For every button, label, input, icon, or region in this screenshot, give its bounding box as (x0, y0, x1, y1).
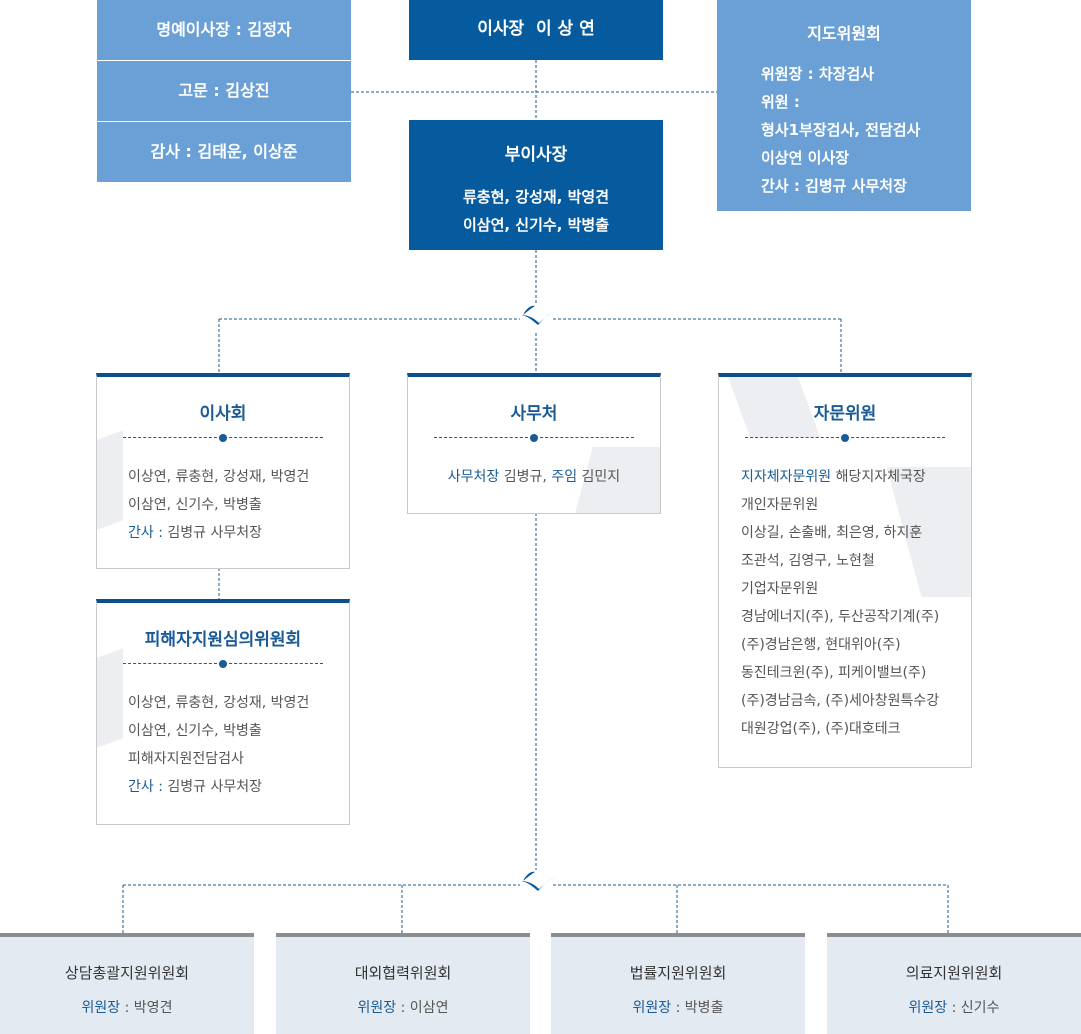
advisory-title: 자문위원 (813, 404, 877, 424)
divider (97, 60, 351, 61)
committee-title: 대외협력위원회 (354, 964, 452, 982)
advisory-members: 지자체자문위원 해당지자체국장 개인자문위원 이상길, 손출배, 최은영, 하지… (741, 463, 939, 743)
committee-legal-support: 법률지원위원회 위원장 : 박병출 (551, 933, 805, 1034)
committee-chair: 위원장 : 이삼연 (276, 997, 530, 1017)
advisor-box: 고문 : 김상진 (97, 61, 351, 121)
victim-line-3: 피해자지원전담검사 (128, 751, 244, 767)
victim-support-title: 피해자지원심의위원회 (144, 630, 302, 650)
vice-chairman-box: 부이사장 류충현, 강성재, 박영견 이삼연, 신기수, 박병출 (409, 120, 663, 250)
auditor-text: 감사 : 김태운, 이상준 (150, 142, 298, 161)
committee-medical-support: 의료지원위원회 위원장 : 신기수 (827, 933, 1081, 1034)
corporate-advisor-line: 동진테크윈(주), 피케이밸브(주) (741, 665, 927, 681)
victim-secretary: 간사 : 김병규 사무처장 (128, 773, 309, 801)
staff-value: 김민지 (577, 469, 621, 485)
personal-advisor-label: 개인자문위원 (741, 497, 819, 513)
local-advisor-value: 해당지자체국장 (831, 469, 926, 485)
personal-advisor-line-2: 조관석, 김영구, 노현철 (741, 553, 875, 569)
committee-chair: 위원장 : 박영견 (0, 997, 254, 1017)
secretary-general-value: 김병규, (499, 469, 552, 485)
corporate-advisor-line: (주)경남금속, (주)세아창원특수강 (741, 693, 940, 709)
chair-value: : 이삼연 (396, 1000, 449, 1016)
victim-support-card: 피해자지원심의위원회 이상연, 류충현, 강성재, 박영건 이삼연, 신기수, … (96, 599, 350, 825)
secretary-label: 간사 : (128, 779, 163, 795)
advisor-text: 고문 : 김상진 (178, 81, 270, 100)
guidance-committee-title: 지도위원회 (807, 24, 881, 43)
committee-title: 의료지원위원회 (905, 964, 1003, 982)
victim-members: 이상연, 류충현, 강성재, 박영건 이삼연, 신기수, 박병출 피해자지원전담… (128, 689, 309, 801)
separator-dot (219, 660, 227, 668)
board-secretary: 간사 : 김병규 사무처장 (128, 519, 309, 547)
board-line-1: 이상연, 류충현, 강성재, 박영건 (128, 469, 310, 485)
committee-external-cooperation: 대외협력위원회 위원장 : 이삼연 (276, 933, 530, 1034)
staff-label: 주임 (551, 469, 578, 485)
chair-value: : 신기수 (947, 1000, 1000, 1016)
corporate-advisor-line: 경남에너지(주), 두산공작기계(주) (741, 609, 940, 625)
chair-label: 위원장 (908, 1000, 948, 1016)
vice-chairman-line-1: 류충현, 강성재, 박영견 (462, 188, 610, 206)
committee-chair: 위원장 : 박병출 (551, 997, 805, 1017)
separator-dot (841, 434, 849, 442)
committee-title: 상담총괄지원위원회 (64, 964, 190, 982)
guidance-line: 형사1부장검사, 전담검사 (761, 121, 921, 139)
local-advisor-label: 지자체자문위원 (741, 469, 832, 485)
chair-value: : 박영견 (120, 1000, 173, 1016)
board-card: 이사회 이상연, 류충현, 강성재, 박영건 이삼연, 신기수, 박병출 간사 … (96, 373, 350, 569)
decor-shape (97, 648, 123, 748)
secretary-label: 간사 : (128, 525, 163, 541)
chair-value: : 박병출 (671, 1000, 724, 1016)
chair-label: 위원장 (81, 1000, 121, 1016)
corporate-advisor-line: (주)경남은행, 현대위아(주) (741, 637, 901, 653)
separator-dot (219, 434, 227, 442)
corporate-advisor-line: 대원강업(주), (주)대호테크 (741, 721, 901, 737)
committee-chair: 위원장 : 신기수 (827, 997, 1081, 1017)
guidance-line: 간사 : 김병규 사무처장 (761, 177, 907, 195)
secretariat-card: 사무처 사무처장 김병규, 주임 김민지 (407, 373, 661, 514)
board-line-2: 이삼연, 신기수, 박병출 (128, 497, 262, 513)
committee-counseling: 상담총괄지원위원회 위원장 : 박영견 (0, 933, 254, 1034)
chair-label: 위원장 (632, 1000, 672, 1016)
vice-chairman-title: 부이사장 (504, 145, 568, 165)
bird-icon-top (521, 305, 556, 325)
corporate-advisor-label: 기업자문위원 (741, 581, 819, 597)
secretary-value: 김병규 사무처장 (162, 779, 262, 795)
bird-icon-bottom (521, 871, 556, 891)
secretariat-staff: 사무처장 김병규, 주임 김민지 (408, 463, 660, 491)
personal-advisor-line-1: 이상길, 손출배, 최은영, 하지훈 (741, 525, 923, 541)
board-title: 이사회 (199, 404, 247, 424)
guidance-committee-box: 지도위원회 위원장 : 차장검사 위원 : 형사1부장검사, 전담검사 이상연 … (717, 0, 971, 211)
decor-shape (97, 430, 123, 530)
divider (97, 121, 351, 122)
honorary-chair-box: 명예이사장 : 김정자 (97, 0, 351, 60)
committee-title: 법률지원위원회 (629, 964, 727, 982)
advisory-card: 자문위원 지자체자문위원 해당지자체국장 개인자문위원 이상길, 손출배, 최은… (718, 373, 972, 768)
honorary-chair-text: 명예이사장 : 김정자 (156, 20, 292, 39)
guidance-line: 위원 : (761, 93, 800, 111)
guidance-line: 이상연 이사장 (761, 149, 850, 167)
board-members: 이상연, 류충현, 강성재, 박영건 이삼연, 신기수, 박병출 간사 : 김병… (128, 463, 309, 547)
separator-dot (530, 434, 538, 442)
secretary-value: 김병규 사무처장 (162, 525, 262, 541)
vice-chairman-line-2: 이삼연, 신기수, 박병출 (462, 216, 610, 234)
chairman-box: 이사장 이 상 연 (409, 0, 663, 60)
secretary-general-label: 사무처장 (447, 469, 500, 485)
secretariat-title: 사무처 (510, 404, 558, 424)
secretariat-line: 사무처장 김병규, 주임 김민지 (408, 463, 660, 491)
victim-line-2: 이삼연, 신기수, 박병출 (128, 723, 262, 739)
guidance-line: 위원장 : 차장검사 (761, 65, 875, 83)
local-advisor-line: 지자체자문위원 해당지자체국장 (741, 463, 939, 491)
auditor-box: 감사 : 김태운, 이상준 (97, 122, 351, 182)
victim-line-1: 이상연, 류충현, 강성재, 박영건 (128, 695, 310, 711)
chair-label: 위원장 (357, 1000, 397, 1016)
